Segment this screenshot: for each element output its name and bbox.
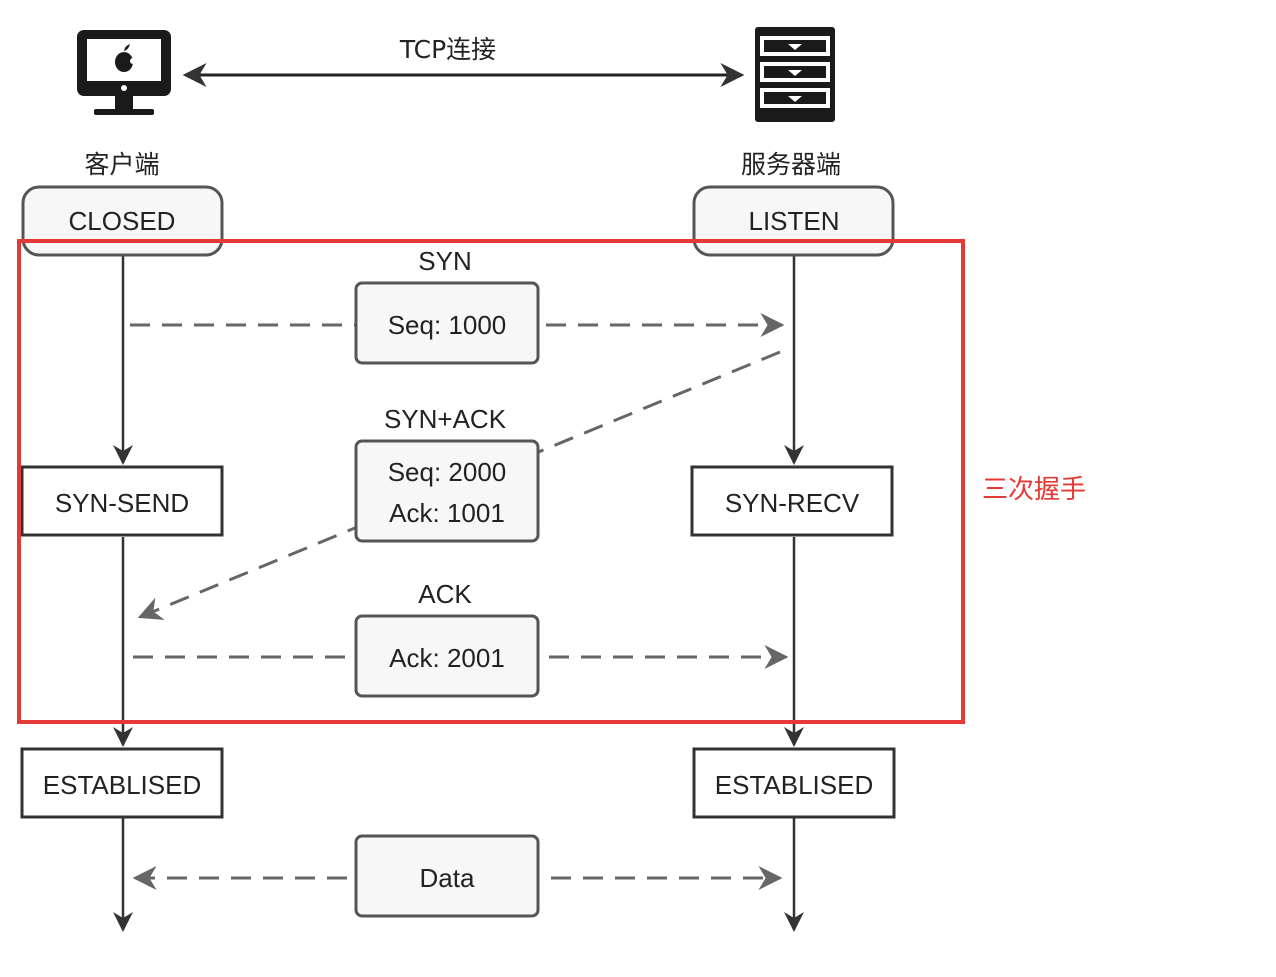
syn-seq-text: Seq: 1000 <box>388 310 507 340</box>
client-state-established-label: ESTABLISED <box>43 770 201 800</box>
client-state-established: ESTABLISED <box>20 747 224 819</box>
syn-ack-arrow <box>137 350 781 620</box>
server-label: 服务器端 <box>741 150 841 179</box>
ack-step-label: ACK <box>418 579 472 609</box>
syn-ack-step-label: SYN+ACK <box>384 404 507 434</box>
data-packet-box: Data <box>354 834 540 918</box>
tcp-connection-label: TCP连接 <box>399 35 496 64</box>
client-label: 客户端 <box>84 150 159 179</box>
server-state-established: ESTABLISED <box>692 747 896 819</box>
server-state-syn-recv: SYN-RECV <box>690 465 894 537</box>
client-state-closed-label: CLOSED <box>69 206 176 236</box>
server-state-listen: LISTEN <box>692 185 895 257</box>
data-label: Data <box>420 863 475 893</box>
server-state-listen-label: LISTEN <box>748 206 839 236</box>
server-state-syn-recv-label: SYN-RECV <box>725 488 860 518</box>
server-cabinet-icon <box>755 27 835 122</box>
handshake-title: 三次握手 <box>982 475 1086 505</box>
syn-packet-box: Seq: 1000 <box>354 281 540 365</box>
client-state-syn-send: SYN-SEND <box>20 465 224 537</box>
syn-step-label: SYN <box>418 246 471 276</box>
handshake-highlight-box <box>17 239 965 724</box>
client-state-closed: CLOSED <box>21 185 224 257</box>
ack-packet-box: Ack: 2001 <box>354 614 540 698</box>
syn-ack-seq-text: Seq: 2000 <box>388 457 507 487</box>
imac-icon <box>77 30 171 115</box>
syn-ack-packet-box: Seq: 2000 Ack: 1001 <box>354 439 540 543</box>
syn-ack-ack-text: Ack: 1001 <box>389 498 505 528</box>
ack-ack-text: Ack: 2001 <box>389 643 505 673</box>
client-state-syn-send-label: SYN-SEND <box>55 488 189 518</box>
server-state-established-label: ESTABLISED <box>715 770 873 800</box>
